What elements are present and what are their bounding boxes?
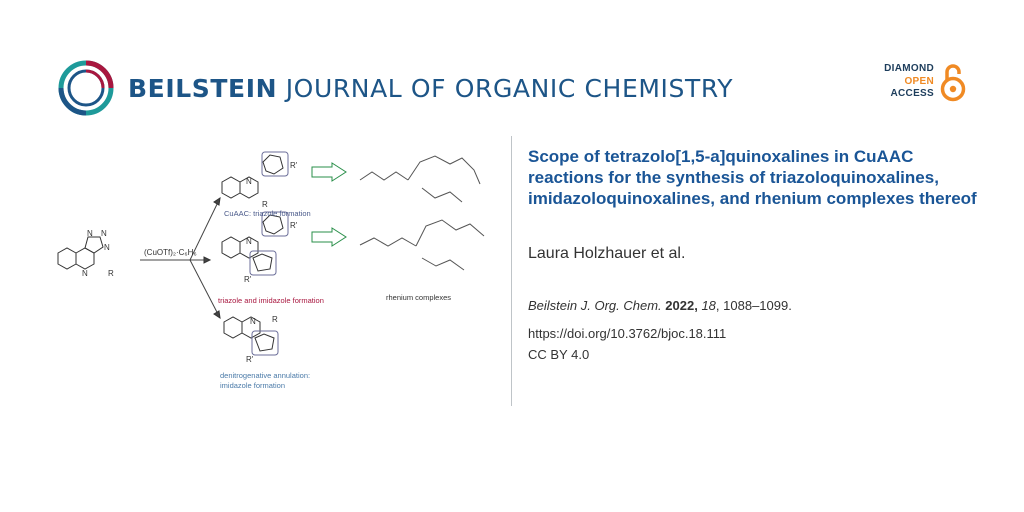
label-triazole-imidazole: triazole and imidazole formation xyxy=(218,296,324,305)
atom-n-tetrazole-1: N xyxy=(87,229,93,238)
atom-n-product-3: N xyxy=(250,317,256,326)
atom-n-tetrazole-2: N xyxy=(101,229,107,238)
open-access-text: DIAMOND OPEN ACCESS xyxy=(884,63,934,101)
citation-year: 2022, xyxy=(665,298,698,313)
journal-header: BEILSTEIN JOURNAL OF ORGANIC CHEMISTRY xyxy=(56,58,733,118)
badge-line-access: ACCESS xyxy=(890,88,934,100)
journal-name-strong: BEILSTEIN xyxy=(128,73,278,103)
citation-volume: 18 xyxy=(701,298,716,313)
article-license: CC BY 4.0 xyxy=(528,347,590,362)
article-citation: Beilstein J. Org. Chem. 2022, 18, 1088–1… xyxy=(528,298,792,313)
atom-r-product-3: R xyxy=(272,315,278,324)
atom-rprime-product-2: R' xyxy=(290,221,298,230)
atom-n-tetrazole-3: N xyxy=(104,243,110,252)
atom-n-product-2: N xyxy=(246,237,252,246)
atom-rprime-product-1: R' xyxy=(290,161,298,170)
label-denitrogenative-2: imidazole formation xyxy=(220,381,285,390)
journal-name-light: JOURNAL OF ORGANIC CHEMISTRY xyxy=(285,73,734,103)
graphical-abstract: N N N N R (CuOTf)₂·C₆H₆ R R' N R' R' N R… xyxy=(57,151,485,390)
atom-rprime-product-3: R' xyxy=(246,355,254,364)
article-authors: Laura Holzhauer et al. xyxy=(528,245,686,262)
vertical-divider xyxy=(511,136,512,406)
article-title: Scope of tetrazolo[1,5-a]quinoxalines in… xyxy=(528,147,977,208)
reagent-label: (CuOTf)₂·C₆H₆ xyxy=(144,248,197,257)
open-lock-icon xyxy=(940,64,966,102)
label-rhenium-complexes: rhenium complexes xyxy=(386,293,451,302)
beilstein-logo-icon xyxy=(58,60,114,116)
atom-rprime-product-2b: R' xyxy=(244,275,252,284)
label-cuaac: CuAAC: triazole formation xyxy=(224,209,311,218)
atom-n-product-1: N xyxy=(246,177,252,186)
journal-name: BEILSTEIN JOURNAL OF ORGANIC CHEMISTRY xyxy=(128,74,733,103)
label-denitrogenative-1: denitrogenative annulation: xyxy=(220,371,310,380)
atom-n-quinoxaline: N xyxy=(82,269,88,278)
citation-journal: Beilstein J. Org. Chem. xyxy=(528,298,662,313)
atom-r-start: R xyxy=(108,269,114,278)
atom-r-product-1: R xyxy=(262,200,268,209)
badge-line-open: OPEN xyxy=(904,75,934,87)
badge-line-diamond: DIAMOND xyxy=(884,63,934,75)
citation-pages: , 1088–1099. xyxy=(715,298,792,313)
diamond-open-access-badge: DIAMOND OPEN ACCESS xyxy=(884,62,966,102)
article-doi-link[interactable]: https://doi.org/10.3762/bjoc.18.111 xyxy=(528,326,727,341)
